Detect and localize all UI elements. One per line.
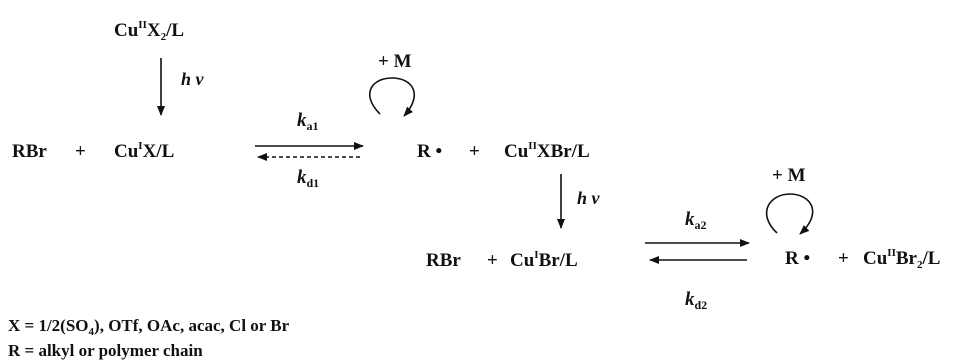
x-definition: X = 1/2(SO4), OTf, OAc, acac, Cl or Br: [8, 316, 290, 338]
hv-label-mid: h ν: [577, 188, 600, 208]
radical-row2: R •: [785, 248, 811, 269]
ka1-label: ka1: [297, 110, 319, 133]
r-definition: R = alkyl or polymer chain: [8, 341, 203, 360]
rbr-row1: RBr: [12, 141, 47, 162]
plus-row2-b: +: [838, 248, 849, 269]
ka2-label: ka2: [685, 209, 707, 232]
kd1-label: kd1: [297, 167, 320, 190]
propagation-curve-arrow-2: [765, 193, 814, 235]
cu-i-x-complex: CuIX/L: [114, 140, 175, 162]
radical-row1: R •: [417, 141, 443, 162]
cu-ii-xbr-complex: CuIIXBr/L: [504, 140, 590, 162]
cu-ii-br2-complex: CuIIBr2/L: [863, 247, 941, 271]
plus-row1-b: +: [469, 141, 480, 162]
plus-monomer-1: + M: [378, 51, 412, 72]
hv-label-top: h ν: [181, 69, 204, 89]
plus-row2-a: +: [487, 250, 498, 271]
cu-i-br-complex: CuIBr/L: [510, 249, 578, 271]
plus-row1-a: +: [75, 141, 86, 162]
rbr-row2: RBr: [426, 250, 461, 271]
propagation-curve-arrow-1: [368, 77, 416, 117]
cu-ii-x2-complex: CuIIX2/L: [114, 19, 185, 43]
plus-monomer-2: + M: [772, 165, 806, 186]
kd2-label: kd2: [685, 289, 708, 312]
